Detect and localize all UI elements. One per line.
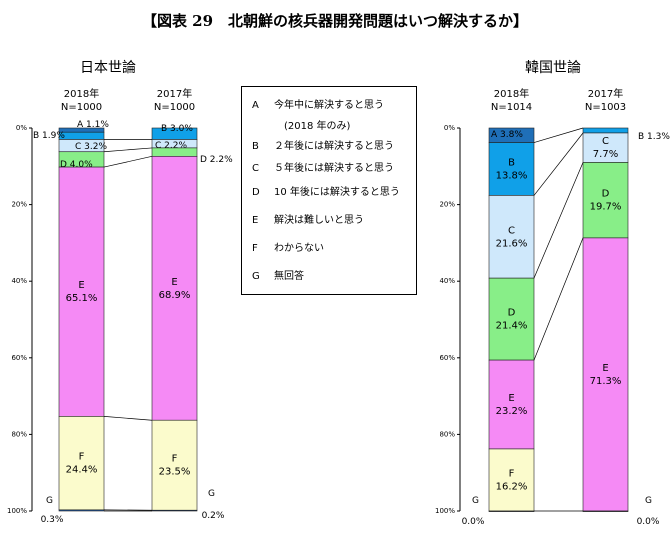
data-label: D 2.2%: [200, 155, 233, 165]
y-tick-label: 60%: [11, 354, 27, 362]
data-label: G: [208, 489, 215, 499]
y-tick-label: 80%: [11, 430, 27, 438]
bar-segment-g: [488, 510, 535, 512]
bar-segment-g: [58, 509, 105, 512]
bar-segment-g: [582, 510, 629, 512]
data-label: G: [472, 496, 479, 506]
data-label: A 1.1%: [77, 120, 109, 130]
connector-line: [103, 156, 153, 168]
bar-segment-g: [151, 509, 198, 512]
bar-n-label: N=1014: [491, 102, 532, 113]
bar-segment-e: [58, 166, 105, 417]
data-label: G: [645, 496, 652, 506]
bar-year-label: 2018年: [494, 87, 529, 100]
y-tick-label: 20%: [439, 201, 455, 209]
y-tick-label: 40%: [439, 277, 455, 285]
korea-chart-title: 韓国世論: [525, 60, 581, 76]
legend-note-a: (2018 年のみ): [284, 121, 351, 132]
bar-segment-c: [488, 195, 535, 279]
y-tick-label: 40%: [11, 277, 27, 285]
bar-segment-b: [582, 127, 629, 134]
bar-segment-e: [151, 156, 198, 421]
bar-segment-d: [151, 147, 198, 157]
data-label: 0.3%: [41, 515, 64, 525]
japan-chart-title: 日本世論: [80, 60, 136, 76]
bar-year-label: 2018年: [64, 87, 99, 100]
bar-segment-f: [58, 416, 105, 511]
y-tick-label: 20%: [11, 201, 27, 209]
data-label: C 2.2%: [155, 141, 187, 151]
connector-line: [103, 416, 153, 421]
bar-n-label: N=1000: [154, 102, 195, 113]
data-label: C 3.2%: [75, 142, 107, 152]
bar-segment-e: [582, 237, 629, 512]
data-label: B 1.9%: [33, 131, 65, 141]
bar-segment-e: [488, 359, 535, 450]
data-label: 0.0%: [462, 517, 485, 527]
bar-segment-b: [58, 131, 105, 140]
bar-year-label: 2017年: [588, 87, 623, 100]
bar-segment-f: [488, 448, 535, 512]
bar-segment-d: [488, 277, 535, 361]
bar-segment-f: [151, 419, 198, 511]
bar-segment-b: [488, 142, 535, 196]
data-label: 0.2%: [202, 511, 225, 521]
data-label: G: [46, 496, 53, 506]
data-label: D 4.0%: [60, 160, 93, 170]
connector-line: [533, 127, 584, 143]
y-tick-label: 80%: [439, 430, 455, 438]
y-tick-label: 0%: [16, 124, 27, 132]
data-label: 0.0%: [637, 517, 660, 527]
connector-line: [103, 147, 153, 153]
y-tick-label: 60%: [439, 354, 455, 362]
data-label: B 3.0%: [161, 124, 193, 134]
figure-title: 【図表 29 北朝鮮の核兵器開発問題はいつ解決するか】: [141, 12, 529, 30]
bar-segment-d: [582, 162, 629, 239]
connector-line: [533, 132, 584, 196]
connector-line: [533, 237, 584, 361]
data-label: B 1.3%: [638, 132, 670, 142]
bar-n-label: N=1000: [61, 102, 102, 113]
data-label: A 3.8%: [491, 130, 523, 140]
bar-n-label: N=1003: [585, 102, 626, 113]
bar-year-label: 2017年: [157, 87, 192, 100]
y-tick-label: 100%: [7, 507, 27, 515]
y-tick-label: 0%: [444, 124, 455, 132]
y-tick-label: 100%: [435, 507, 455, 515]
connector-line: [533, 162, 584, 279]
